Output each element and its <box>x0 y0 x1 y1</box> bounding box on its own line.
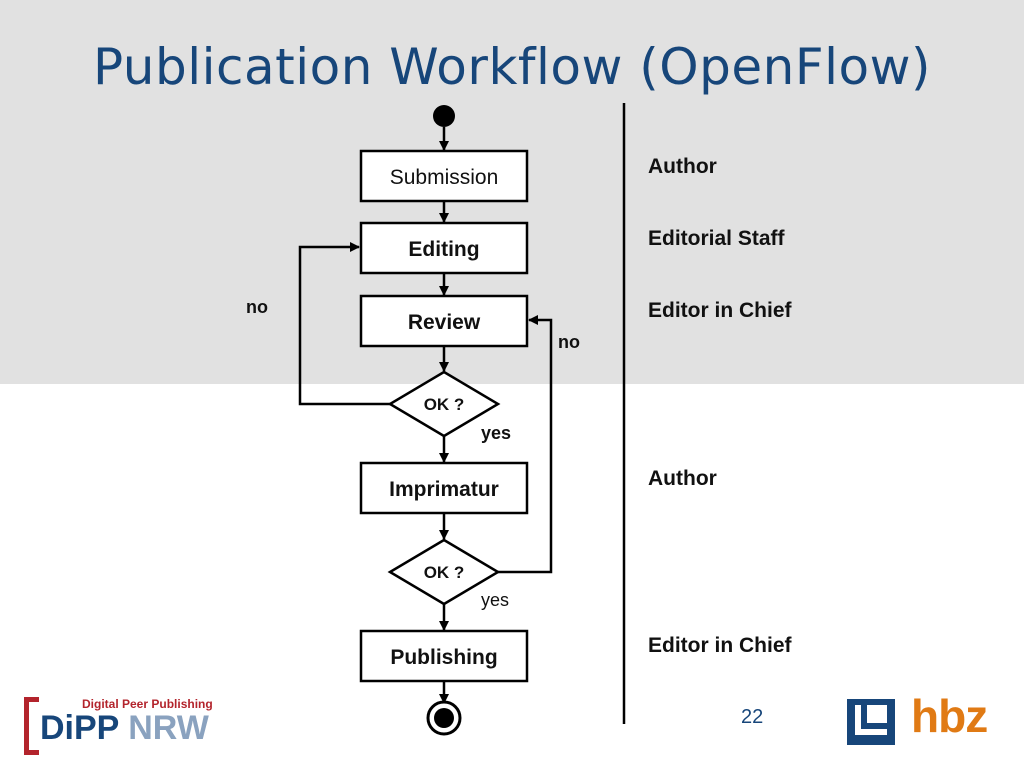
step-publishing-label: Publishing <box>390 646 497 669</box>
hbz-mark-icon <box>847 699 895 745</box>
decision-2: OK ? <box>387 538 501 606</box>
slide-title: Publication Workflow (OpenFlow) <box>93 38 931 96</box>
role-publishing: Editor in Chief <box>648 634 792 657</box>
hbz-wordmark: hbz <box>911 690 988 742</box>
connectors <box>298 127 553 704</box>
label-no-left: no <box>246 297 268 317</box>
role-submission: Author <box>648 155 717 178</box>
step-imprimatur-label: Imprimatur <box>389 478 499 501</box>
end-node <box>426 700 462 736</box>
page-number: 22 <box>741 706 764 728</box>
start-node <box>433 105 455 127</box>
step-editing-label: Editing <box>408 238 479 261</box>
role-editing: Editorial Staff <box>648 227 785 250</box>
decision-2-label: OK ? <box>424 563 465 582</box>
role-review: Editor in Chief <box>648 299 792 322</box>
dipp-bracket-icon <box>24 697 39 755</box>
step-imprimatur: Imprimatur <box>359 461 529 515</box>
dipp-name: DiPP <box>40 709 119 747</box>
label-no-right: no <box>558 332 580 352</box>
edge-decision2-no-review <box>498 315 553 574</box>
edge-decision1-no-editing <box>298 242 390 406</box>
hbz-logo: hbz <box>845 690 995 751</box>
dipp-nrw: NRW <box>128 709 209 747</box>
dipp-subtitle: Digital Peer Publishing <box>82 697 213 711</box>
label-yes-2: yes <box>481 590 509 610</box>
label-yes-1: yes <box>481 423 511 443</box>
role-imprimatur: Author <box>648 467 717 490</box>
decision-1: OK ? <box>387 370 501 438</box>
dipp-wordmark: DiPP NRW <box>40 709 209 748</box>
step-publishing: Publishing <box>359 629 529 683</box>
step-editing: Editing <box>359 221 529 275</box>
step-submission: Submission <box>359 149 529 203</box>
dipp-nrw-logo: Digital Peer Publishing DiPP NRW <box>20 693 240 755</box>
decision-1-label: OK ? <box>424 395 465 414</box>
step-review: Review <box>359 294 529 348</box>
step-review-label: Review <box>408 311 481 334</box>
step-submission-label: Submission <box>390 166 499 189</box>
